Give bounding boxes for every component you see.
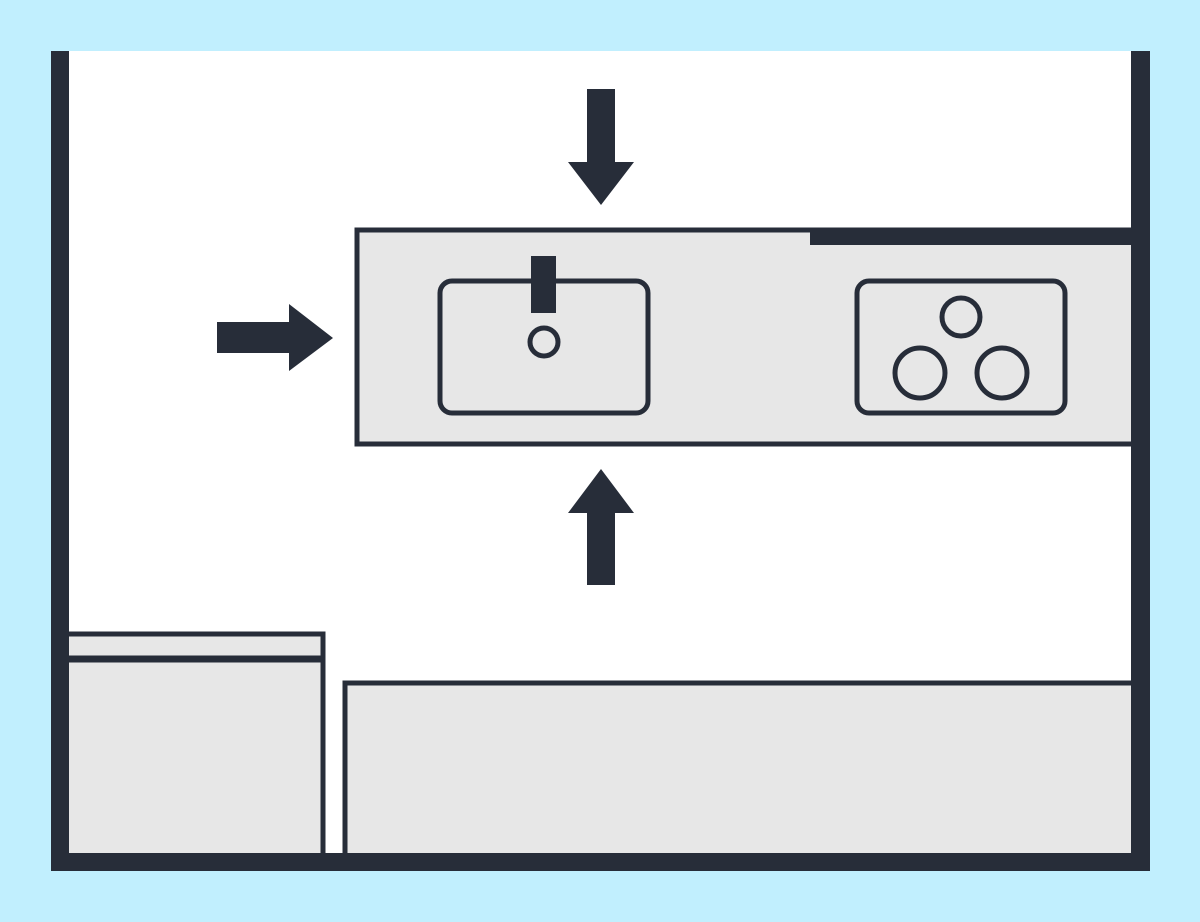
island-backsplash-strip — [810, 229, 1140, 245]
left-cabinet-top — [63, 631, 326, 661]
arrow-down-icon — [568, 89, 634, 205]
arrow-up-icon — [568, 469, 634, 585]
burner-icon — [939, 295, 983, 339]
right-wall — [1131, 51, 1150, 871]
sink — [437, 256, 651, 416]
faucet-icon — [531, 256, 556, 313]
stove-icon — [854, 278, 1068, 416]
left-cabinet — [63, 631, 326, 859]
island-countertop — [354, 227, 1148, 447]
bottom-wall — [51, 853, 1150, 871]
bottom-counter — [342, 680, 1140, 859]
arrow-right-icon — [217, 304, 333, 371]
drain-icon — [527, 325, 561, 359]
island-counter — [354, 227, 1148, 447]
left-wall — [51, 51, 69, 871]
burner-icon — [892, 345, 948, 401]
stove — [854, 278, 1068, 416]
burner-icon — [974, 345, 1030, 401]
left-cabinet-body — [63, 657, 326, 859]
walls — [51, 51, 1150, 871]
